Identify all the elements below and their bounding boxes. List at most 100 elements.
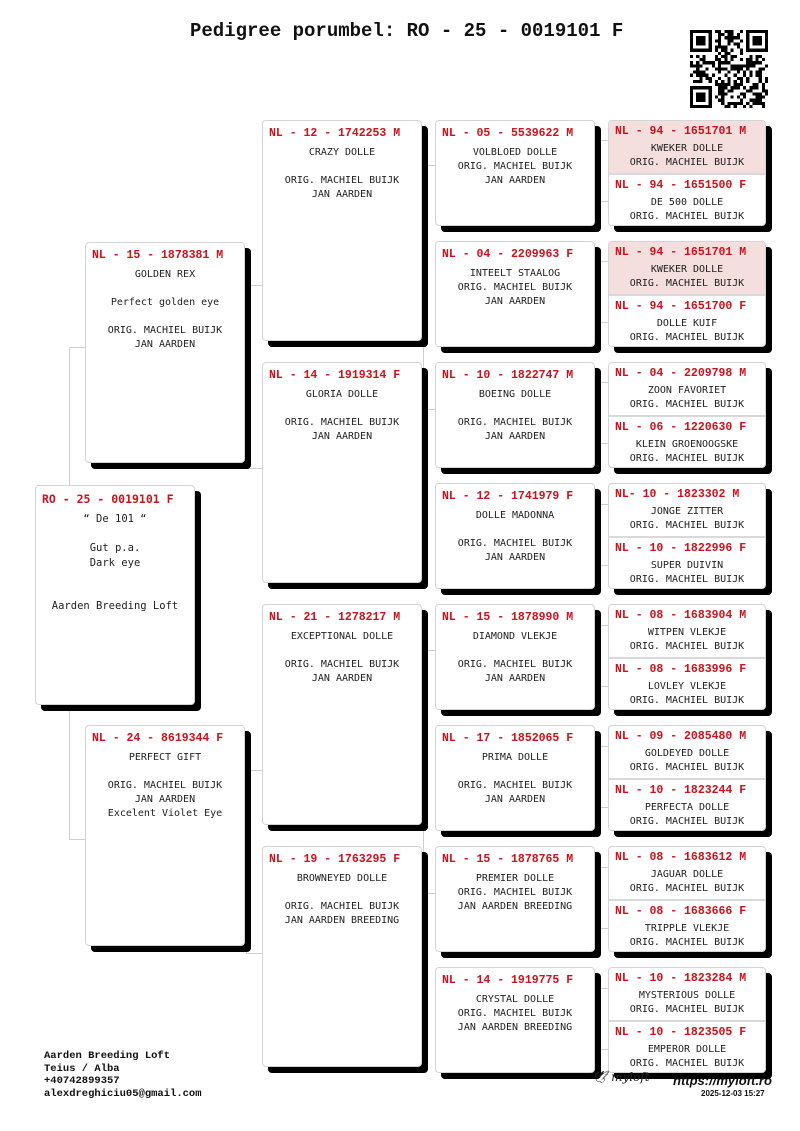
ring-number: NL - 17 - 1852065 F bbox=[442, 732, 574, 745]
pigeon-info-line: ORIG. MACHIEL BUIJK bbox=[629, 278, 745, 289]
ring-number: NL - 10 - 1822996 F bbox=[615, 542, 747, 555]
connector-line bbox=[596, 624, 609, 687]
pigeon-info-line: ORIG. MACHIEL BUIJK bbox=[629, 157, 745, 168]
pigeon-info-line bbox=[263, 160, 421, 174]
pigeon-info-line: ORIG. MACHIEL BUIJK bbox=[457, 538, 573, 549]
pigeon-info-line: JAN AARDEN BREEDING bbox=[457, 901, 573, 912]
ring-number: NL - 08 - 1683996 F bbox=[615, 663, 747, 676]
pigeon-info-line: KWEKER DOLLE bbox=[650, 264, 724, 275]
ring-number: NL - 05 - 5539622 M bbox=[442, 127, 574, 140]
pigeon-info-line: ORIG. MACHIEL BUIJK bbox=[457, 161, 573, 172]
website-link[interactable]: https://myloft.ro bbox=[673, 1073, 772, 1088]
ring-number: NL - 10 - 1823284 M bbox=[615, 972, 747, 985]
pigeon-info-line: BROWNEYED DOLLE bbox=[296, 873, 388, 884]
pigeon-info-line bbox=[263, 644, 421, 658]
pigeon-info-line: JAN AARDEN bbox=[311, 673, 373, 684]
pigeon-info-line: ORIG. MACHIEL BUIJK bbox=[629, 453, 745, 464]
pigeon-info-line: JAN AARDEN bbox=[484, 296, 546, 307]
pigeon-info-line: PERFECTA DOLLE bbox=[644, 802, 730, 813]
pigeon-info-line: SUPER DUIVIN bbox=[650, 560, 724, 571]
pigeon-info-line: ORIG. MACHIEL BUIJK bbox=[629, 211, 745, 222]
pigeon-info-line bbox=[263, 402, 421, 416]
ring-number: NL - 14 - 1919775 F bbox=[442, 974, 574, 987]
owner-phone: +40742899357 bbox=[44, 1075, 120, 1087]
pigeon-info-line: JAN AARDEN bbox=[484, 175, 546, 186]
pigeon-info-line: ORIG. MACHIEL BUIJK bbox=[457, 417, 573, 428]
qr-code-icon bbox=[690, 30, 768, 108]
pigeon-info-line: ORIG. MACHIEL BUIJK bbox=[629, 1058, 745, 1069]
ring-number: NL - 94 - 1651701 M bbox=[615, 125, 747, 138]
timestamp: 2025-12-03 15:27 bbox=[701, 1089, 765, 1098]
pigeon-info-line: JAN AARDEN bbox=[311, 189, 373, 200]
ring-number: NL - 06 - 1220630 F bbox=[615, 421, 747, 434]
myloft-logo: 🕊 myloft bbox=[592, 1070, 650, 1084]
pigeon-info-line: ORIG. MACHIEL BUIJK bbox=[457, 659, 573, 670]
pigeon-info-line: PREMIER DOLLE bbox=[475, 873, 555, 884]
pigeon-info-line: ORIG. MACHIEL BUIJK bbox=[629, 1004, 745, 1015]
ring-number: NL - 12 - 1742253 M bbox=[269, 127, 401, 140]
pigeon-info-line: ORIG. MACHIEL BUIJK bbox=[457, 887, 573, 898]
pigeon-info-line: ORIG. MACHIEL BUIJK bbox=[284, 417, 400, 428]
pigeon-info-line: JAN AARDEN bbox=[484, 431, 546, 442]
connector-line bbox=[423, 650, 436, 894]
ring-number: NL - 08 - 1683666 F bbox=[615, 905, 747, 918]
pigeon-info-line: JAN AARDEN bbox=[484, 552, 546, 563]
pigeon-info-line: ORIG. MACHIEL BUIJK bbox=[457, 1008, 573, 1019]
ring-number: NL - 08 - 1683612 M bbox=[615, 851, 747, 864]
bird-icon: 🕊 bbox=[592, 1070, 608, 1084]
ring-number: NL - 19 - 1763295 F bbox=[269, 853, 401, 866]
pigeon-info-line: ORIG. MACHIEL BUIJK bbox=[457, 282, 573, 293]
subject-pigeon-card[interactable]: RO - 25 - 0019101 F“ De 101 “Gut p.a.Dar… bbox=[35, 485, 195, 705]
pigeon-info-line: GOLDEN REX bbox=[134, 269, 196, 280]
connector-line bbox=[596, 746, 609, 808]
pigeon-info-line: DE 500 DOLLE bbox=[650, 197, 724, 208]
ring-number: NL - 21 - 1278217 M bbox=[269, 611, 401, 624]
pigeon-info-line: EXCEPTIONAL DOLLE bbox=[290, 631, 394, 642]
connector-line bbox=[596, 140, 609, 202]
pigeon-info-line: ORIG. MACHIEL BUIJK bbox=[107, 325, 223, 336]
pigeon-info-line: JAN AARDEN bbox=[134, 794, 196, 805]
pigeon-info-line bbox=[436, 523, 594, 537]
pigeon-info-line: GOLDEYED DOLLE bbox=[644, 748, 730, 759]
pigeon-info-line bbox=[36, 585, 194, 599]
pigeon-info-line: PERFECT GIFT bbox=[128, 752, 202, 763]
